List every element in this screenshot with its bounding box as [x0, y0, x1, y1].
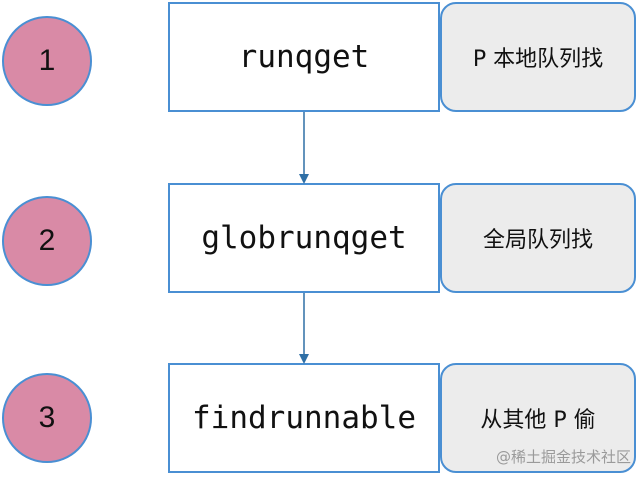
function-box-runqget: runqget: [168, 2, 440, 112]
watermark: @稀土掘金技术社区: [496, 448, 632, 466]
note-box-1: P 本地队列找: [440, 2, 636, 112]
step-number-1: 1: [2, 16, 92, 106]
function-box-findrunnable: findrunnable: [168, 363, 440, 473]
note-box-2: 全局队列找: [440, 183, 636, 293]
function-box-globrunqget: globrunqget: [168, 183, 440, 293]
step-number-2: 2: [2, 196, 92, 286]
step-number-3: 3: [2, 373, 92, 463]
note-box-3: 从其他 P 偷: [440, 363, 636, 473]
